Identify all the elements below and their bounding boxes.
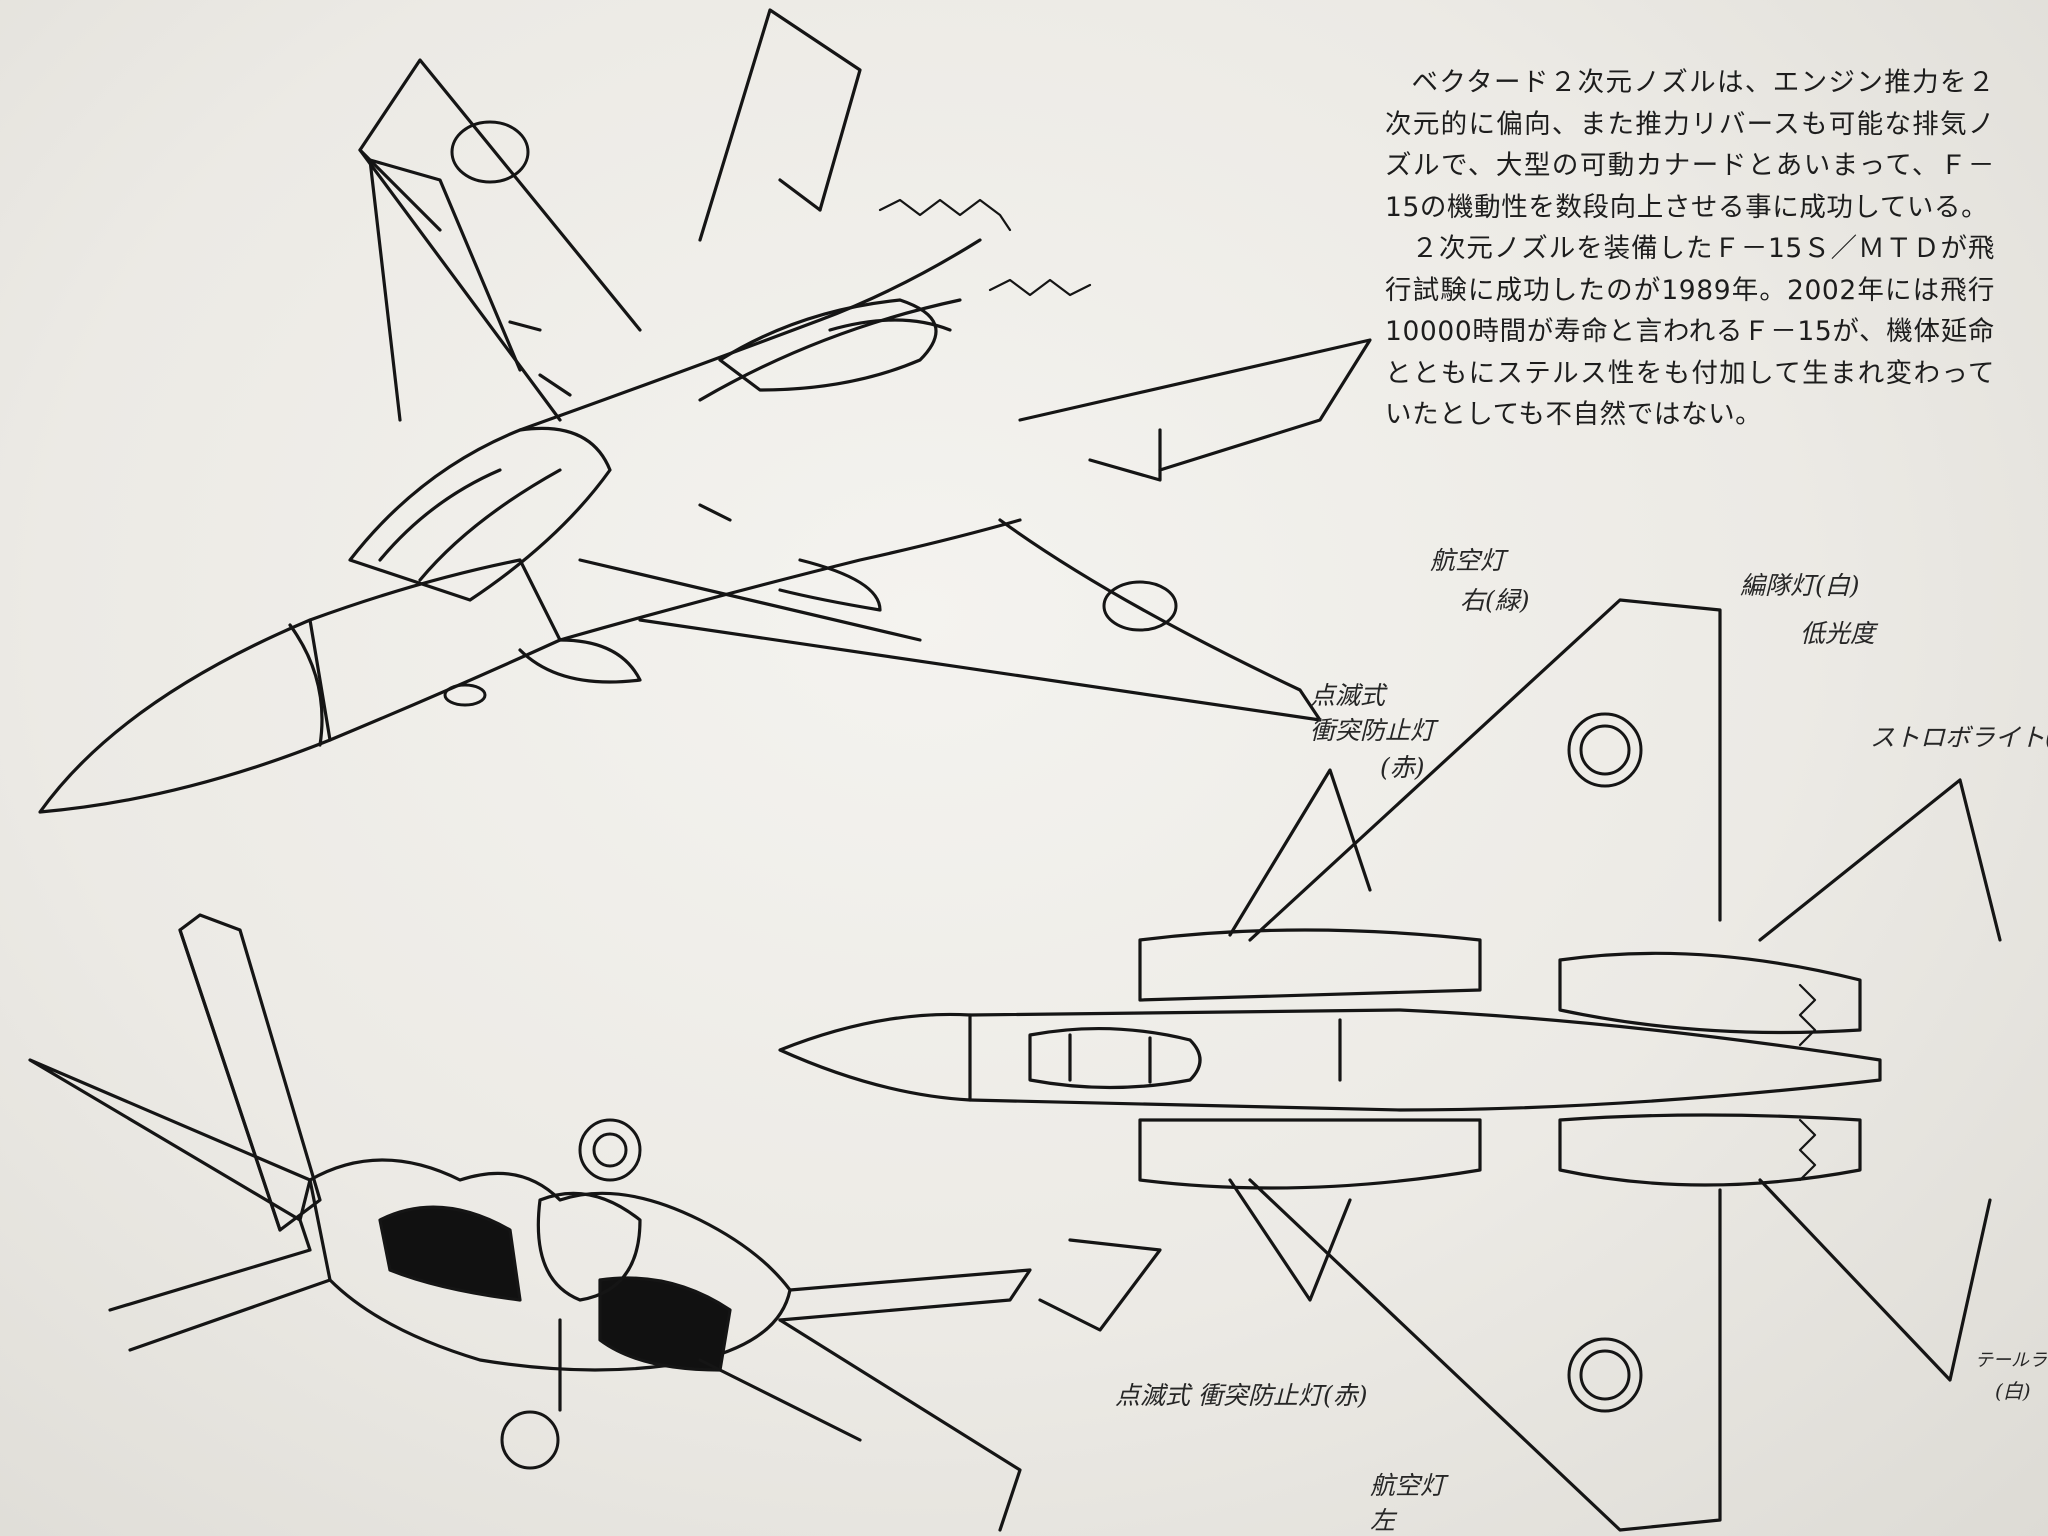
anticollision-upper-label-2: 衝突防止灯 xyxy=(1310,716,1436,745)
formation-light-label-1: 編隊灯(白) xyxy=(1740,571,1860,600)
nav-light-left-label-2: 左 xyxy=(1370,1506,1396,1535)
aircraft-plan-view xyxy=(778,598,2002,1532)
paragraph-2: ２次元ノズルを装備したＦ－15Ｓ／ＭＴＤが飛行試験に成功したのが1989年。20… xyxy=(1385,233,1995,430)
formation-light-label-2: 低光度 xyxy=(1800,619,1876,648)
aircraft-upper-perspective xyxy=(38,8,1372,814)
nav-light-right-label-2: 右(緑) xyxy=(1460,586,1530,615)
anticollision-upper-label-1: 点滅式 xyxy=(1310,681,1386,710)
paragraph-1: ベクタード２次元ノズルは、エンジン推力を２次元的に偏向、また推力リバースも可能な… xyxy=(1385,67,1995,223)
tail-light-label-1: テールライ xyxy=(1975,1350,2048,1371)
anticollision-lower-label: 点滅式 衝突防止灯(赤) xyxy=(1115,1381,1368,1410)
nav-light-right-label-1: 航空灯 xyxy=(1430,546,1506,575)
nav-light-left-label-1: 航空灯 xyxy=(1370,1471,1446,1500)
tail-light-label-2: (白) xyxy=(1995,1379,2031,1403)
strobe-light-label: ストロボライト( xyxy=(1870,723,2048,752)
aircraft-rear-perspective xyxy=(28,913,1162,1532)
anticollision-upper-label-3: (赤) xyxy=(1380,753,1425,782)
description-text: ベクタード２次元ノズルは、エンジン推力を２次元的に偏向、また推力リバースも可能な… xyxy=(1385,62,1995,436)
